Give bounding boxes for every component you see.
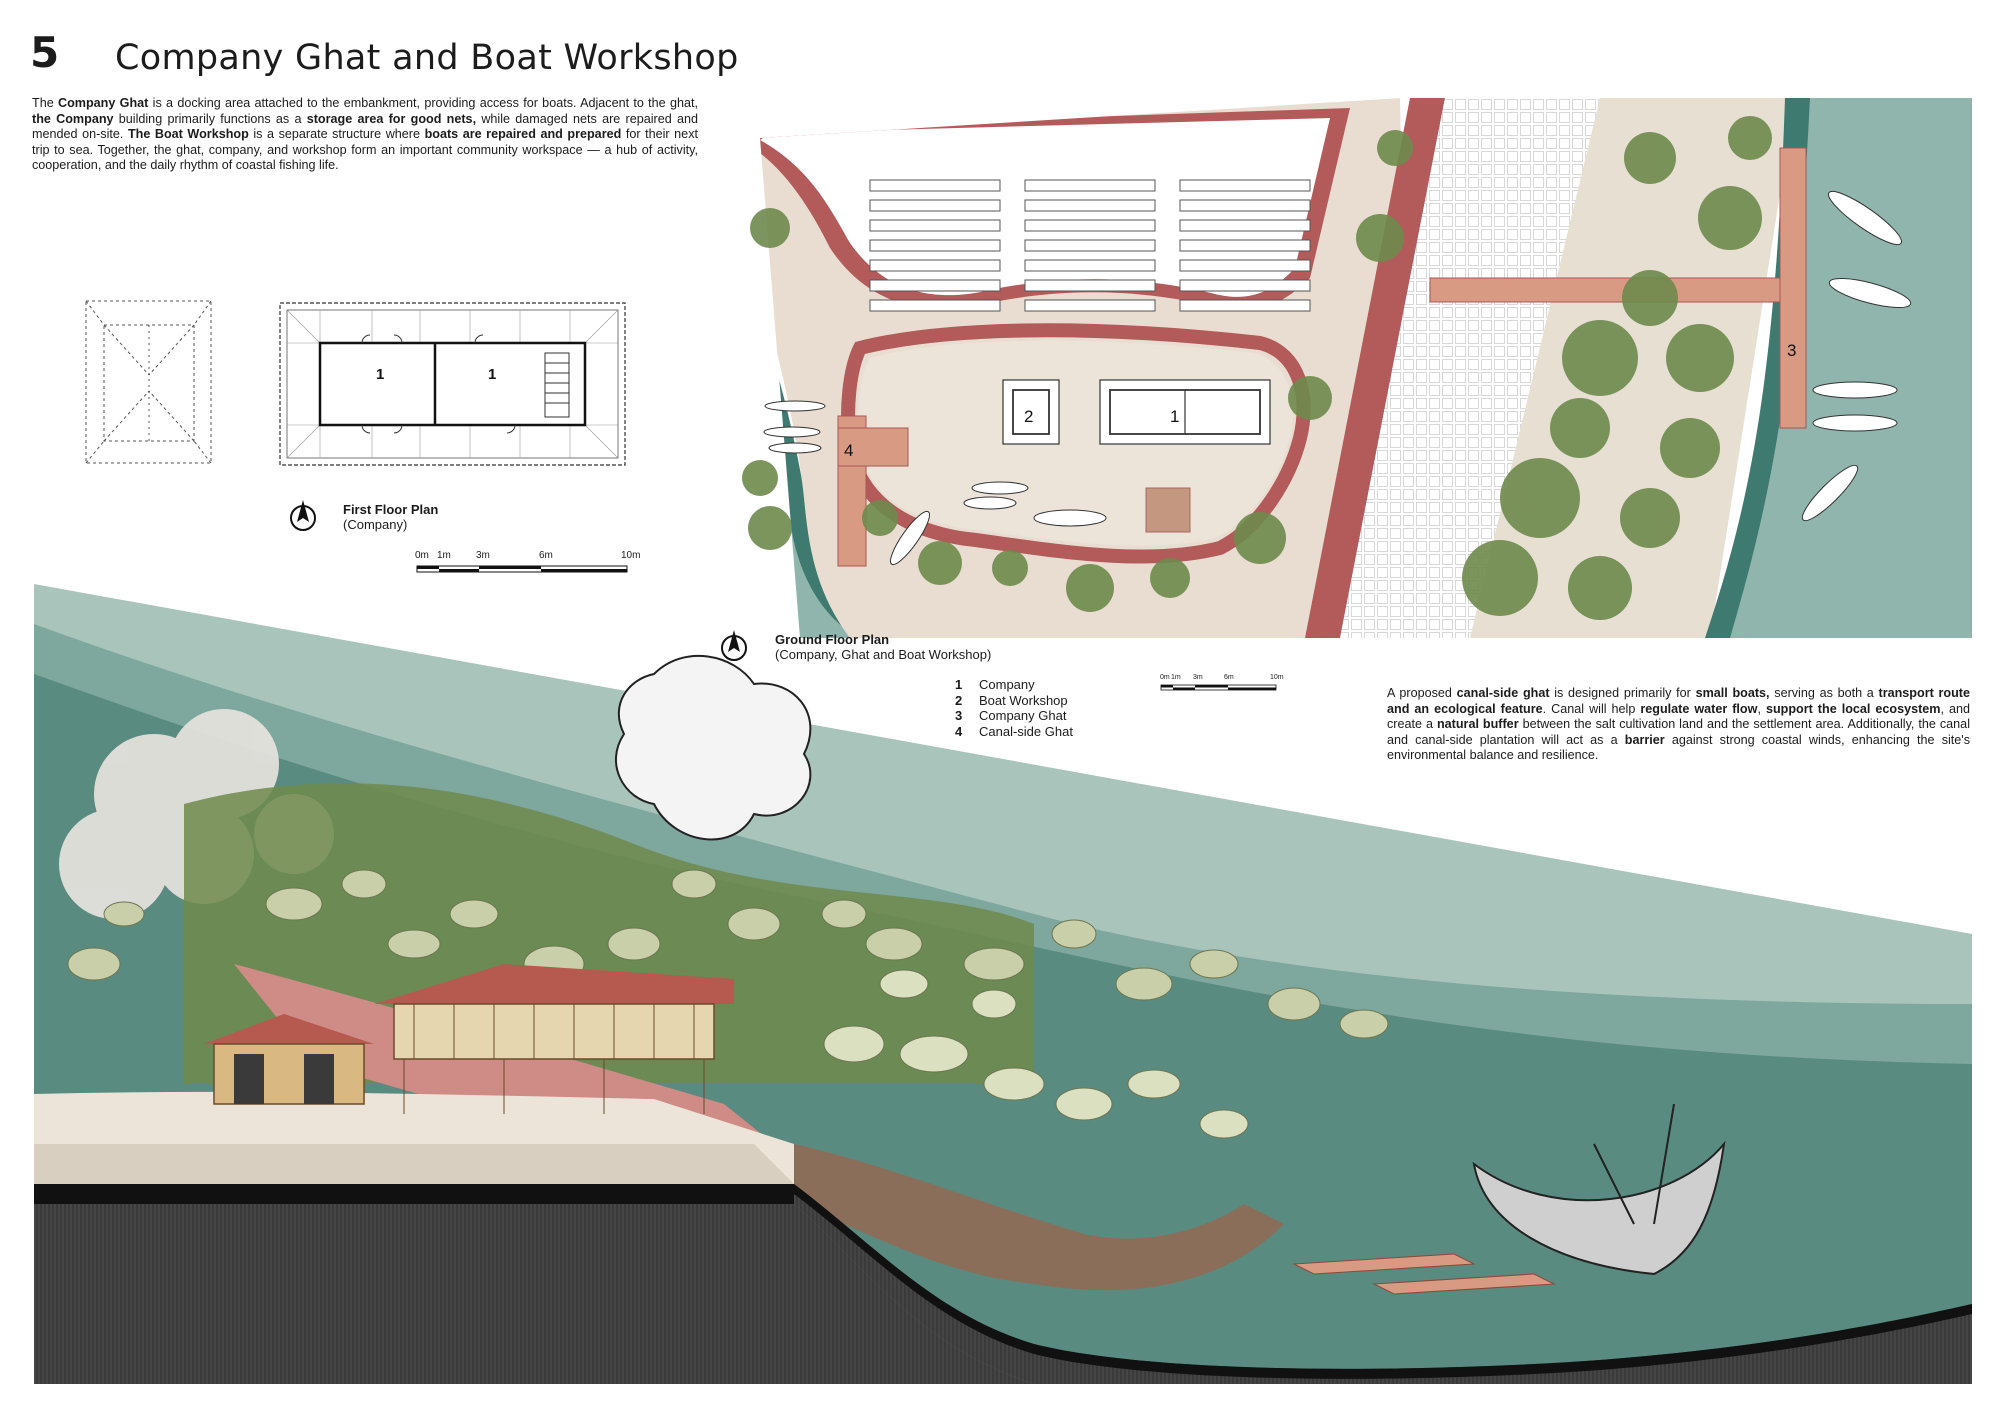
ground-floor-subtitle: (Company, Ghat and Boat Workshop) — [775, 647, 992, 662]
body-text: for their next trip to sea. Together, th… — [32, 127, 698, 173]
ground-floor-scale-bar: 0m 1m 3m 6m 10m — [1160, 674, 1284, 696]
emphasis-text: the Company — [32, 111, 114, 126]
emphasis-text: storage area for good nets, — [306, 111, 477, 126]
first-floor-subtitle: (Company) — [343, 517, 408, 532]
mangrove-trees — [823, 969, 1249, 1139]
scale-label: 6m — [539, 550, 553, 561]
scale-label: 0m — [415, 550, 429, 561]
intro-paragraph: The Company Ghat is a docking area attac… — [32, 96, 698, 174]
pavilion-roof — [1145, 487, 1191, 533]
body-text: The — [32, 96, 58, 110]
ground-floor-title: Ground Floor Plan — [775, 632, 890, 647]
emphasis-text: Company Ghat — [58, 96, 149, 110]
boats — [763, 190, 1912, 566]
body-text: between the salt cultivation land and th… — [1387, 717, 1970, 747]
site-section-perspective — [34, 584, 1972, 1384]
body-text: is designed primarily for — [1549, 686, 1696, 700]
body-text: , — [1757, 701, 1766, 716]
company-plan — [1099, 379, 1271, 445]
body-text: A proposed — [1387, 686, 1457, 700]
first-floor-label: First Floor Plan (Company) — [343, 502, 438, 532]
scale-label: 3m — [476, 550, 490, 561]
canal-ghat-jetty — [1292, 1253, 1556, 1295]
north-arrow-icon — [290, 500, 316, 531]
zone-label: 1 — [1170, 407, 1179, 426]
company-building-section — [374, 964, 734, 1114]
boat-workshop-plan — [1002, 379, 1060, 445]
emphasis-text: small boats, — [1695, 686, 1770, 700]
emphasis-text: boats are repaired and prepared — [424, 127, 622, 142]
sheet-title: Company Ghat and Boat Workshop — [115, 38, 739, 78]
scale-label: 6m — [1224, 674, 1234, 681]
scale-label: 1m — [437, 550, 451, 561]
ground-floor-label: Ground Floor Plan (Company, Ghat and Boa… — [775, 632, 991, 662]
zone-label: 4 — [844, 441, 853, 460]
body-text: is a separate structure where — [248, 127, 425, 142]
zone-label: 3 — [1787, 341, 1796, 360]
body-text: serving as both a — [1769, 686, 1879, 700]
room-label: 1 — [376, 366, 384, 383]
scale-label: 0m — [1160, 674, 1170, 681]
scale-label: 10m — [621, 550, 641, 561]
body-text: against strong coastal winds, enhancing … — [1387, 732, 1971, 763]
body-text: is a docking area attached to the embank… — [148, 96, 698, 110]
body-text: . Canal will help — [1542, 701, 1641, 716]
site-trees — [742, 116, 1772, 620]
boat-workshop-section — [204, 1014, 374, 1105]
scale-label: 1m — [1171, 674, 1181, 681]
company-floor-plan: 1 1 — [279, 302, 626, 466]
fishing-boat — [1472, 1103, 1726, 1276]
canal-paragraph: A proposed canal-side ghat is designed p… — [1387, 686, 1970, 764]
body-text: while damaged nets are repaired and mend… — [32, 111, 698, 142]
scale-label: 10m — [1270, 674, 1284, 681]
emphasis-text: transport route and an ecological featur… — [1387, 686, 1970, 716]
background-trees — [67, 869, 1389, 1039]
zone-label: 2 — [1024, 407, 1033, 426]
emphasis-text: regulate water flow — [1640, 701, 1758, 716]
room-label: 1 — [488, 366, 496, 383]
emphasis-text: natural buffer — [1436, 717, 1519, 732]
first-floor-title: First Floor Plan — [343, 502, 439, 517]
emphasis-text: canal-side ghat — [1456, 686, 1550, 700]
emphasis-text: support the local ecosystem — [1765, 701, 1941, 716]
emphasis-text: The Boat Workshop — [127, 127, 249, 142]
ground-floor-site-plan: 1 2 3 4 — [742, 98, 1972, 638]
first-floor-scale-bar: 0m 1m 3m 6m 10m — [415, 550, 640, 580]
net-illustration — [614, 654, 812, 841]
emphasis-text: barrier — [1624, 732, 1665, 747]
body-text: , and create a — [1387, 701, 1971, 732]
body-text: building primarily functions as a — [113, 111, 307, 126]
sheet-number: 5 — [30, 28, 60, 77]
first-floor-plan: 1 1 — [85, 300, 626, 466]
north-arrow-icon — [721, 630, 747, 661]
roof-plan — [85, 300, 212, 464]
scale-label: 3m — [1193, 674, 1203, 681]
net-racks — [869, 179, 1311, 312]
